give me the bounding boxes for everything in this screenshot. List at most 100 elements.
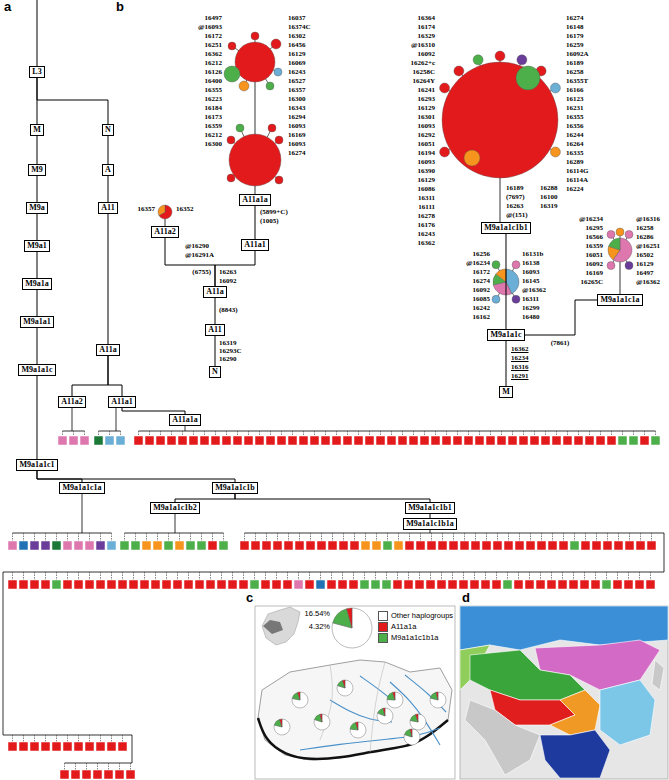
leaf-tick bbox=[640, 533, 641, 541]
leaf-square bbox=[262, 541, 271, 550]
haplotype-slice bbox=[350, 722, 366, 738]
tree-branch bbox=[255, 206, 256, 239]
leaf-square bbox=[58, 436, 67, 445]
leaf-square bbox=[175, 541, 184, 550]
leaf-square bbox=[321, 436, 330, 445]
haplotype-slice bbox=[393, 692, 395, 700]
haplotype-fill bbox=[236, 124, 244, 132]
mutation-label: 16256 bbox=[473, 250, 491, 258]
leaf-square bbox=[184, 580, 193, 589]
satellite-circle bbox=[454, 66, 464, 76]
leaf-square bbox=[283, 580, 292, 589]
frequency-pie bbox=[332, 608, 372, 648]
haplogroup-name: M9a1a1 bbox=[23, 317, 51, 327]
leaf-tick bbox=[453, 533, 454, 541]
mutation-label: 16357 bbox=[288, 86, 306, 94]
branch-line bbox=[185, 426, 186, 431]
leaf-tick bbox=[138, 431, 139, 436]
mutation-label: 16288 bbox=[540, 184, 558, 192]
mutation-label: 16100 bbox=[540, 193, 558, 201]
haplotype-circle bbox=[608, 238, 632, 262]
mutation-label: 16274 bbox=[473, 277, 491, 285]
leaf-square bbox=[316, 580, 325, 589]
leaf-square bbox=[459, 580, 468, 589]
haplotype-slice bbox=[292, 692, 308, 708]
mutation-label: @16093 bbox=[198, 23, 222, 31]
leaf-tick bbox=[518, 572, 519, 580]
haplogroup-box: M9a1a1c1b bbox=[212, 482, 258, 494]
network-stem bbox=[165, 219, 166, 226]
mutation-label: 16092 bbox=[586, 260, 604, 268]
leaf-square bbox=[338, 580, 347, 589]
haplotype-circle bbox=[442, 62, 558, 178]
mutation-label: 16129 bbox=[288, 50, 306, 58]
frequency-pie bbox=[430, 692, 446, 708]
leaf-square bbox=[71, 770, 80, 779]
mutation-label: 16173 bbox=[205, 113, 223, 121]
leaf-tick bbox=[111, 735, 112, 742]
haplotype-fill bbox=[235, 42, 275, 82]
leaf-square bbox=[376, 436, 385, 445]
leaf-square bbox=[41, 580, 50, 589]
leaf-tick bbox=[146, 533, 147, 541]
mutation-label: 16274 bbox=[566, 14, 584, 22]
leaf-square bbox=[80, 436, 89, 445]
mutation-label: 16129 bbox=[636, 260, 654, 268]
mutation-label: 16480 bbox=[522, 313, 540, 321]
haplotype-fill bbox=[224, 66, 240, 82]
leaf-tick bbox=[578, 431, 579, 436]
leaf-tick bbox=[89, 735, 90, 742]
leaf-square bbox=[602, 580, 611, 589]
leaf-tick bbox=[545, 431, 546, 436]
mutation-label: 16290 bbox=[219, 355, 237, 363]
leaf-square bbox=[85, 580, 94, 589]
leaf-square bbox=[580, 580, 589, 589]
leaf-tick bbox=[255, 533, 256, 541]
mutation-label: @16291A bbox=[185, 251, 214, 259]
leaf-tick bbox=[243, 572, 244, 580]
leaf-tick bbox=[321, 533, 322, 541]
leaf-square bbox=[107, 742, 116, 751]
leaf-square bbox=[618, 436, 627, 445]
leaf-square bbox=[548, 541, 557, 550]
leaf-tick bbox=[409, 533, 410, 541]
leaf-tick bbox=[607, 533, 608, 541]
mutation-label: 16362 bbox=[511, 345, 529, 353]
leaf-square bbox=[438, 541, 447, 550]
leaf-square bbox=[470, 580, 479, 589]
haplotype-slice bbox=[430, 692, 446, 708]
haplotype-fill bbox=[492, 295, 500, 303]
leaf-square bbox=[173, 580, 182, 589]
haplogroup-box: M9a1a1c1a bbox=[597, 294, 642, 306]
leaf-square bbox=[596, 436, 605, 445]
percentage-label: 4.32% bbox=[309, 622, 330, 631]
haplotype-slice bbox=[274, 719, 282, 727]
leaf-tick bbox=[100, 533, 101, 541]
leaf-square bbox=[255, 436, 264, 445]
branch-line bbox=[664, 533, 665, 572]
leaf-square bbox=[460, 541, 469, 550]
haplogroup-name: M9a1a1c1 bbox=[19, 460, 54, 470]
leaf-square bbox=[383, 541, 392, 550]
leaf-square bbox=[208, 541, 217, 550]
satellite-circle bbox=[224, 66, 240, 82]
haplotype-slice bbox=[333, 609, 352, 628]
leaf-tick bbox=[64, 763, 65, 770]
tree-branch bbox=[235, 494, 430, 502]
mutation-label: @16362 bbox=[522, 286, 546, 294]
mutation-label: 16311 bbox=[418, 194, 435, 202]
leaf-tick bbox=[529, 572, 530, 580]
leaf-tick bbox=[78, 533, 79, 541]
leaf-square bbox=[405, 541, 414, 550]
leaf-tick bbox=[168, 533, 169, 541]
leaf-square bbox=[41, 541, 50, 550]
mutation-label: 16302 bbox=[288, 32, 306, 40]
haplogroup-box: N bbox=[209, 366, 221, 378]
leaf-square bbox=[350, 541, 359, 550]
leaf-square bbox=[547, 580, 556, 589]
leaf-tick bbox=[182, 431, 183, 436]
tree-branch bbox=[108, 356, 122, 396]
leaf-square bbox=[629, 436, 638, 445]
leaf-tick bbox=[386, 572, 387, 580]
mutation-label: 16085 bbox=[473, 295, 491, 303]
